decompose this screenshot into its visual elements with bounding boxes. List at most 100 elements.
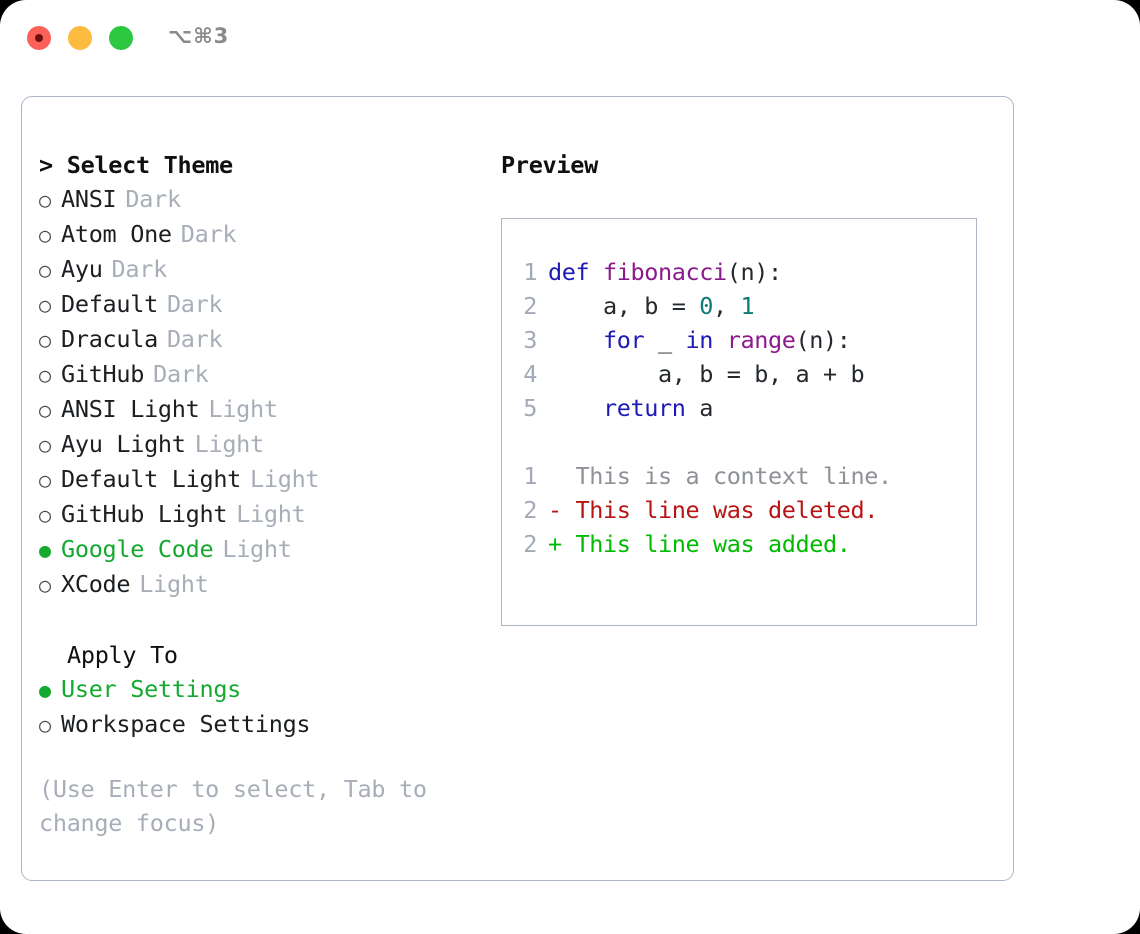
theme-variant-tag: Dark [125,185,181,213]
diff-sample: 1 This is a context line.2- This line wa… [514,459,976,561]
diff-line-number: 2 [523,530,537,558]
radio-unselected-icon: ○ [39,713,51,737]
prompt-caret-icon: > [39,151,53,179]
diff-line-ctx: 1 This is a context line. [514,459,976,493]
diff-line-text: This is a context line. [561,462,892,490]
code-token-plain: _ [644,326,686,354]
theme-option-label: ANSI [61,185,117,213]
theme-option-label: XCode [61,570,131,598]
code-line-number: 2 [523,292,537,320]
close-window-button[interactable] [27,26,51,50]
radio-selected-icon: ● [39,538,51,562]
code-line: 2 a, b = 0, 1 [514,289,976,323]
theme-variant-tag: Dark [153,360,209,388]
minimize-window-button[interactable] [68,26,92,50]
select-theme-heading: > Select Theme [39,148,487,182]
code-token-fn: range [726,326,796,354]
radio-unselected-icon: ○ [39,468,51,492]
code-token-plain: (n): [795,326,851,354]
diff-line-number: 1 [523,462,537,490]
code-token-plain: a, b = [548,292,700,320]
theme-option-ansi-light[interactable]: ○ ANSI Light Light [39,392,487,427]
code-token-plain: (n): [726,258,782,286]
theme-option-label: GitHub [61,360,145,388]
code-token-plain: a, b = b, a + b [548,360,865,388]
code-line-text: return a [548,391,713,425]
radio-unselected-icon: ○ [39,433,51,457]
code-line-text: for _ in range(n): [548,323,851,357]
code-token-num: 1 [740,292,755,320]
code-line-number: 5 [523,394,537,422]
code-line-number: 3 [523,326,537,354]
code-token-kw: def [548,258,603,286]
apply-to-option-list: ●User Settings ○ Workspace Settings [39,672,487,742]
code-token-kw: return [603,394,686,422]
radio-unselected-icon: ○ [39,293,51,317]
keyboard-hint-text: (Use Enter to select, Tab to change focu… [39,775,427,837]
code-token-fn: fibonacci [603,258,727,286]
code-token-plain [548,326,603,354]
preview-spacer [514,425,976,459]
theme-variant-tag: Light [208,395,278,423]
theme-variant-tag: Dark [111,255,168,283]
radio-unselected-icon: ○ [39,363,51,387]
diff-marker: + [548,530,562,558]
theme-option-ayu-light[interactable]: ○ Ayu Light Light [39,427,487,462]
theme-variant-tag: Light [236,500,306,528]
theme-variant-tag: Light [222,535,292,563]
radio-unselected-icon: ○ [39,328,51,352]
theme-option-dracula[interactable]: ○ Dracula Dark [39,322,487,357]
theme-option-google-code[interactable]: ● Google Code Light [39,532,487,567]
code-token-num: 0 [699,292,713,320]
code-line-text: a, b = 0, 1 [548,289,755,323]
theme-option-label: ANSI Light [61,395,200,423]
theme-variant-tag: Dark [166,325,223,353]
apply-to-option-label: Workspace Settings [61,710,311,738]
radio-unselected-icon: ○ [39,398,51,422]
theme-option-label: Ayu Light [61,430,186,458]
diff-line-del: 2- This line was deleted. [514,493,976,527]
radio-unselected-icon: ○ [39,503,51,527]
theme-variant-tag: Light [194,430,265,458]
theme-option-label: Dracula [61,325,158,353]
preview-heading: Preview [501,151,598,179]
theme-variant-tag: Light [139,570,209,598]
code-line-text: def fibonacci(n): [548,255,782,289]
code-token-plain: a [685,394,713,422]
maximize-window-button[interactable] [109,26,133,50]
diff-line-number: 2 [523,496,537,524]
code-line-text: a, b = b, a + b [548,357,865,391]
code-line: 1 def fibonacci(n): [514,255,976,289]
theme-variant-tag: Dark [166,290,223,318]
diff-line-add: 2+ This line was added. [514,527,976,561]
apply-to-option-workspace-settings[interactable]: ○ Workspace Settings [39,707,487,742]
theme-option-label: Default [61,290,158,318]
theme-option-github[interactable]: ○ GitHub Dark [39,357,487,392]
diff-marker [548,459,562,493]
code-token-plain [548,394,603,422]
code-line-number: 4 [523,360,537,388]
radio-unselected-icon: ○ [39,258,51,282]
theme-option-default[interactable]: ○ Default Dark [39,287,487,322]
apply-to-option-user-settings[interactable]: ●User Settings [39,672,487,707]
code-token-plain [713,326,727,354]
radio-selected-icon: ● [39,678,51,702]
theme-option-label: Google Code [61,535,214,563]
code-line: 5 return a [514,391,976,425]
code-line: 4 a, b = b, a + b [514,357,976,391]
code-line-number: 1 [523,258,537,286]
traffic-light-buttons [27,26,133,50]
code-line: 3 for _ in range(n): [514,323,976,357]
code-token-plain: , [712,292,741,320]
